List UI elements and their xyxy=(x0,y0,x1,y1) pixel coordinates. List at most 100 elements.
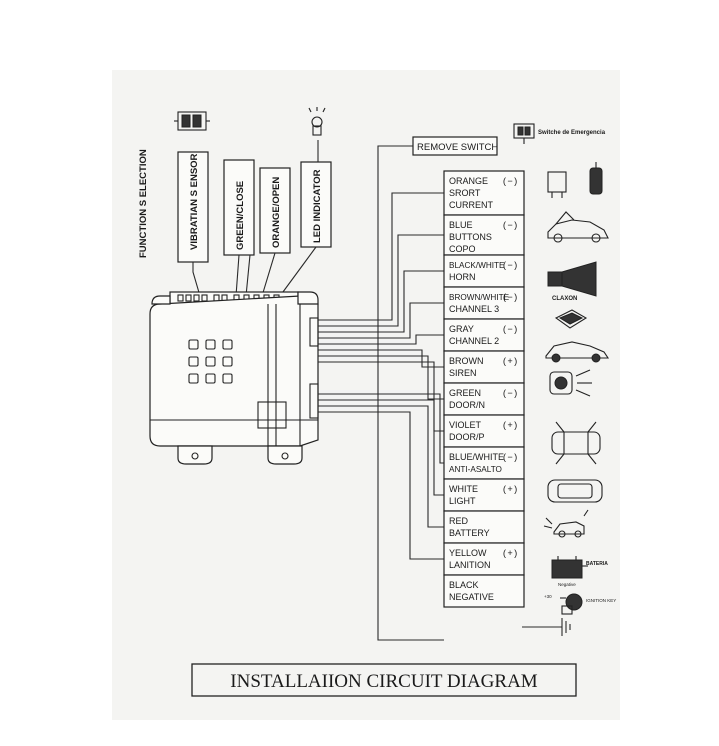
green-close-box xyxy=(223,159,255,256)
wire-line-11 xyxy=(318,411,444,560)
wire-labels: ORANGESRORTCURRENT(−)BLUEBUTTONSCOPO(−)B… xyxy=(443,170,525,608)
wire-label-0-line3: CURRENT xyxy=(449,200,494,210)
wire-label-12-line2: NEGATIVE xyxy=(449,592,494,602)
wire-label-11: YELLOW LANITION (+) xyxy=(443,542,525,576)
title-box xyxy=(191,663,577,697)
wire-label-4: GRAY CHANNEL 2(−) xyxy=(443,318,525,352)
wire-label-1: BLUE BUTTONS COPO (−) xyxy=(443,214,525,256)
ignition-key-note: IGNITION KEY xyxy=(586,598,616,603)
remove-switch-label: REMOVE SWITCH xyxy=(417,142,498,153)
wire-label-7-line2: DOOR/P xyxy=(449,432,485,442)
wire-label-0-line2: SRORT xyxy=(449,188,481,198)
wire-polarity-4: (−) xyxy=(502,325,518,335)
wire-label-2-line1: BLACK/WHITE xyxy=(449,261,505,270)
wire-line-2 xyxy=(318,270,444,333)
wire-line-7 xyxy=(318,361,444,432)
car-doors-open-icon xyxy=(551,421,601,465)
siren-icon xyxy=(549,369,592,397)
control-module xyxy=(149,291,319,465)
wire-label-3: BROWN/WHITE CHANNEL 3(−) xyxy=(443,286,525,320)
wire-label-6: GREEN DOOR/N (−) xyxy=(443,382,525,416)
wire-label-0-line1: ORANGE xyxy=(449,176,488,186)
wire-polarity-7: (+) xyxy=(502,421,518,431)
wire-label-10-line2: BATTERY xyxy=(449,528,490,538)
wire-label-9-line1: WHITE xyxy=(449,484,478,494)
wire-label-7-line1: VIOLET xyxy=(449,420,482,430)
wire-label-6-line2: DOOR/N xyxy=(449,400,485,410)
wire-label-12: BLACK NEGATIVE xyxy=(443,574,525,608)
wire-label-7: VIOLET DOOR/P (+) xyxy=(443,414,525,448)
wire-label-9-line2: LIGHT xyxy=(449,496,476,506)
wire-label-10-line1: RED xyxy=(449,516,469,526)
orange-open-label: ORANGE/OPEN xyxy=(271,177,282,248)
car-open-hood-icon xyxy=(547,211,609,243)
wire-label-8-line2: ANTI-ASALTO xyxy=(449,465,502,474)
wire-label-1-line3: COPO xyxy=(449,244,476,254)
wire-label-2: BLACK/WHITE HORN (−) xyxy=(443,254,525,288)
wire-label-3-line1: BROWN/WHITE xyxy=(449,293,510,302)
wire-label-1-line1: BLUE xyxy=(449,220,473,230)
emergency-switch-label: Switche de Emergencia xyxy=(538,130,606,136)
wire-label-5-line1: BROWN xyxy=(449,356,484,366)
wire-polarity-6: (−) xyxy=(502,389,518,399)
wire-label-6-line1: GREEN xyxy=(449,388,481,398)
bateria-label: BATERIA xyxy=(586,561,608,567)
green-close-label: GREEN/CLOSE xyxy=(235,181,246,250)
diagram-title: INSTALLAIION CIRCUIT DIAGRAM xyxy=(230,671,537,692)
wire-polarity-5: (+) xyxy=(502,357,518,367)
battery-icon xyxy=(551,556,588,579)
wire-label-1-line2: BUTTONS xyxy=(449,232,492,242)
wire-polarity-2: (−) xyxy=(502,261,518,271)
wire-line-8 xyxy=(318,393,444,464)
wire-polarity-3: (−) xyxy=(502,293,518,303)
wire-polarity-8: (−) xyxy=(502,453,518,463)
wire-label-4-line1: GRAY xyxy=(449,324,474,334)
wire-label-11-line2: LANITION xyxy=(449,560,491,570)
car-side-icon xyxy=(545,341,610,363)
led-indicator-box xyxy=(300,161,332,248)
wire-label-5-line2: SIREN xyxy=(449,368,477,378)
ground-icon xyxy=(522,618,571,636)
ignition-plus-label: +30 xyxy=(544,594,552,599)
vibration-sensor-box xyxy=(177,151,209,263)
wire-line-9 xyxy=(318,399,444,496)
function-selection-label: FUNCTION S ELECTION xyxy=(138,149,149,258)
wire-label-9: WHITE LIGHT (+) xyxy=(443,478,525,512)
wire-label-2-line2: HORN xyxy=(449,272,476,282)
wire-polarity-9: (+) xyxy=(502,485,518,495)
wire-label-5: BROWN SIREN (+) xyxy=(443,350,525,384)
wire-line-4 xyxy=(318,334,444,345)
wire-label-10: RED BATTERY xyxy=(443,510,525,544)
remote-control-icon xyxy=(554,309,588,329)
car-top-icon xyxy=(547,479,603,503)
battery-negative-note: Negative xyxy=(558,582,576,587)
wire-label-11-line1: YELLOW xyxy=(449,548,487,558)
wire-label-8-line1: BLUE/WHITE xyxy=(449,452,504,462)
emergency-switch-icon xyxy=(513,123,535,144)
wire-line-1 xyxy=(318,234,444,327)
car-light-icon xyxy=(543,509,589,538)
vibration-sensor-icon xyxy=(174,111,210,131)
wire-line-0 xyxy=(318,192,444,321)
wire-label-4-line2: CHANNEL 2 xyxy=(449,336,499,346)
wire-polarity-11: (+) xyxy=(502,549,518,559)
ignition-key-icon xyxy=(560,593,583,615)
relay-coil-icon xyxy=(547,162,603,198)
led-icon xyxy=(308,107,326,136)
wire-line-5 xyxy=(318,349,444,368)
wire-polarity-0: (−) xyxy=(502,177,518,187)
wire-line-10 xyxy=(318,405,444,528)
wire-label-8: BLUE/WHITE ANTI-ASALTO(−) xyxy=(443,446,525,480)
wire-polarity-1: (−) xyxy=(502,221,518,231)
wire-label-3-line2: CHANNEL 3 xyxy=(449,304,499,314)
wire-line-6 xyxy=(318,355,444,400)
horn-icon xyxy=(547,261,597,297)
wire-bus xyxy=(318,192,444,560)
led-indicator-label: LED INDICATOR xyxy=(312,169,323,243)
wire-label-12-line1: BLACK xyxy=(449,580,479,590)
wire-line-3 xyxy=(318,302,444,339)
wire-label-0: ORANGE SRORT CURRENT (−) xyxy=(443,170,525,216)
vibration-sensor-label: VIBRATIAN S ENSOR xyxy=(189,153,200,250)
claxon-label: CLAXON xyxy=(552,296,577,302)
